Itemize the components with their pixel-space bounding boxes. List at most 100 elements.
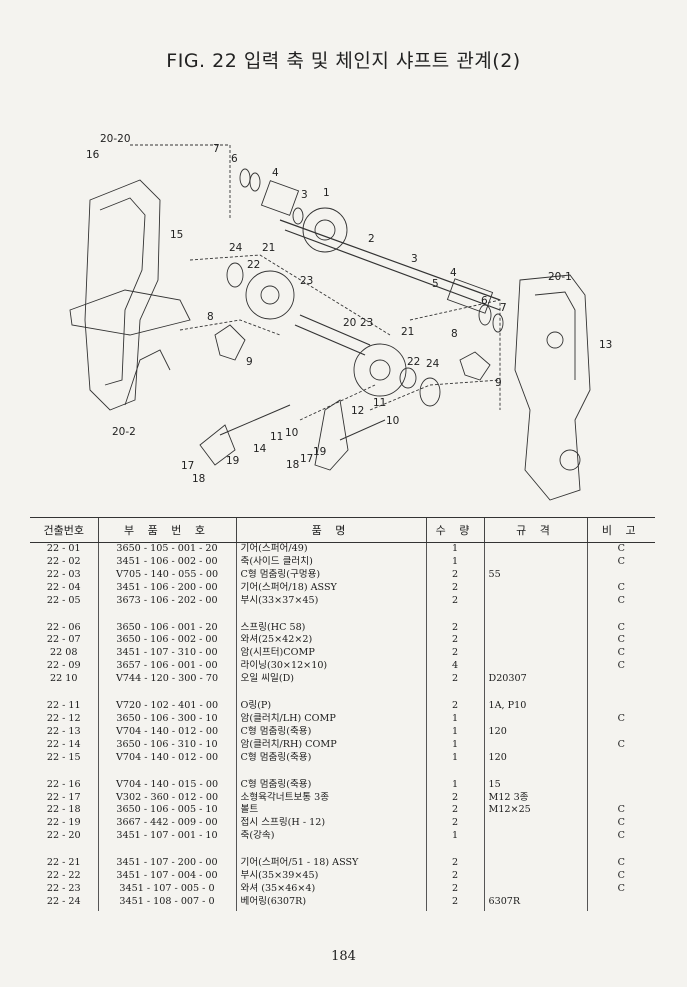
row-spec	[483, 581, 587, 595]
header-spec: 규 격	[483, 517, 587, 543]
row-spec	[483, 542, 587, 556]
page-number: 184	[331, 949, 356, 964]
callout-label: 22	[407, 356, 420, 368]
callout-label: 22	[247, 259, 260, 271]
spacer-cell	[425, 607, 484, 622]
row-note	[586, 791, 655, 805]
row-quantity: 2	[425, 857, 484, 871]
row-part-name: 부시(33×37×45)	[235, 594, 426, 608]
row-ref-no: 22 - 23	[46, 882, 81, 894]
row-part-no: 3667 - 442 - 009 - 00	[97, 817, 236, 831]
callout-label: 8	[207, 311, 214, 323]
row-ref-no: 22 - 09	[46, 660, 81, 672]
spacer-cell	[483, 686, 587, 701]
callout-label: 3	[411, 253, 418, 265]
row-ref-no: 22 - 01	[46, 543, 81, 554]
gear-51-18-right-shape	[353, 343, 407, 397]
callout-label: 5	[432, 278, 439, 290]
row-quantity: 2	[425, 594, 484, 608]
row-spec: M12 3종	[483, 791, 587, 805]
callout-label: 24	[426, 358, 440, 370]
row-part-no: 3451 - 107 - 200 - 00	[97, 857, 236, 871]
callout-label: 14	[253, 443, 267, 455]
row-spec	[483, 594, 587, 608]
row-note: C	[586, 870, 655, 883]
row-quantity: 2	[425, 647, 484, 661]
spacer-cell	[586, 764, 655, 779]
row-spec: D20307	[483, 673, 587, 687]
callout-label: 11	[373, 397, 386, 409]
row-quantity: 2	[425, 870, 484, 883]
row-part-name: 베어링(6307R)	[235, 895, 426, 911]
row-quantity: 1	[425, 542, 484, 556]
row-part-no: 3650 - 106 - 310 - 10	[97, 738, 236, 752]
row-quantity: 2	[425, 700, 484, 713]
row-spec	[483, 634, 587, 648]
spacer-cell	[235, 686, 426, 701]
row-ref-no: 22 - 17	[46, 791, 81, 803]
row-note	[586, 778, 655, 792]
spacer-cell	[425, 843, 484, 858]
row-part-name: 암(클러치/RH) COMP	[235, 738, 426, 752]
row-spec	[483, 857, 587, 871]
row-spec	[483, 621, 587, 635]
row-part-no: V302 - 360 - 012 - 00	[97, 791, 236, 805]
row-quantity: 2	[425, 568, 484, 582]
callout-label: 9	[495, 377, 502, 389]
row-part-name: 암(시프터)COMP	[235, 647, 426, 661]
spacer-cell	[483, 843, 587, 858]
spacer-cell	[483, 764, 587, 779]
row-ref-no: 22 - 14	[46, 738, 81, 750]
spacer-cell	[235, 764, 426, 779]
callout-label: 18	[192, 473, 205, 485]
row-spec	[483, 555, 587, 569]
group-spacer-row	[30, 764, 655, 779]
header-note: 비 고	[586, 517, 655, 543]
row-part-no: 3451 - 107 - 001 - 10	[97, 830, 236, 844]
spacer-cell	[425, 686, 484, 701]
exploded-parts-diagram: 20-20 16 7 6 4 3 1 15 24 21 22 2 23 3 4 …	[30, 120, 670, 510]
row-part-name: 와셔 (35×46×4)	[235, 882, 426, 896]
row-ref-no: 22 10	[50, 673, 78, 685]
row-note: C	[586, 621, 655, 635]
row-ref-no: 22 - 12	[46, 712, 81, 724]
row-part-name: 축(사이드 클러치)	[235, 555, 426, 569]
row-part-no: 3451 - 106 - 200 - 00	[97, 581, 236, 595]
row-part-name: 축(강속)	[235, 830, 426, 844]
row-spec: 15	[483, 778, 587, 792]
row-part-name: 볼트	[235, 804, 426, 818]
row-part-no: 3650 - 106 - 002 - 00	[97, 634, 236, 648]
row-note	[586, 568, 655, 582]
page-title: FIG. 22 입력 축 및 체인지 샤프트 관계(2)	[166, 50, 521, 72]
row-part-no: 3650 - 106 - 001 - 20	[97, 621, 236, 635]
spacer-cell	[586, 686, 655, 701]
callout-label: 13	[599, 339, 612, 351]
spacer-cell	[97, 764, 236, 779]
row-part-name: 부시(35×39×45)	[235, 870, 426, 883]
row-ref-no: 22 - 24	[46, 895, 81, 907]
row-part-name: C형 멈춤링(축용)	[235, 778, 426, 792]
row-note: C	[586, 634, 655, 648]
row-spec: M12×25	[483, 804, 587, 818]
callout-label: 7	[213, 143, 220, 155]
row-ref-no: 22 - 15	[46, 751, 81, 763]
spacer-cell	[586, 843, 655, 858]
row-part-no: 3451 - 106 - 002 - 00	[97, 555, 236, 569]
spacer-cell	[483, 607, 587, 622]
row-part-name: 와셔(25×42×2)	[235, 634, 426, 648]
gear-51-18-left-shape	[245, 270, 295, 320]
row-ref-no: 22 - 11	[46, 700, 81, 712]
callout-label: 17	[300, 453, 313, 465]
row-quantity: 1	[425, 555, 484, 569]
